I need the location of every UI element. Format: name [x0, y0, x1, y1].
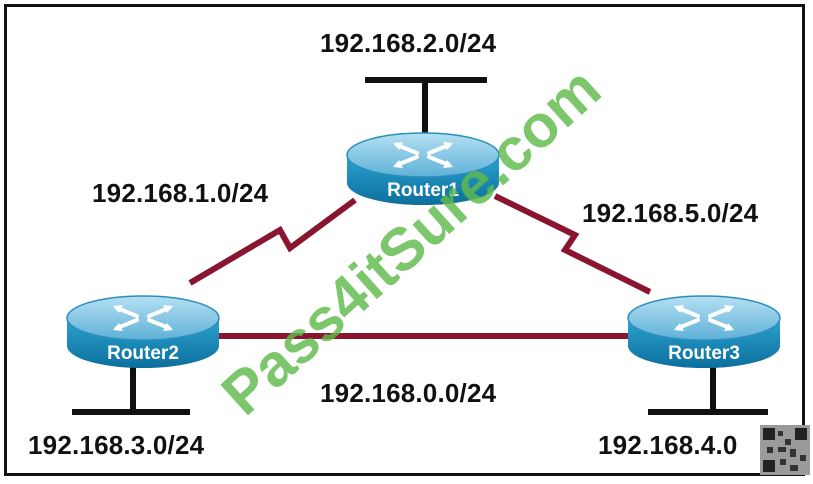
- network-label-r3-lan: 192.168.4.0: [598, 430, 738, 460]
- router1-icon: Router1: [346, 132, 500, 205]
- router3-icon: Router3: [627, 295, 781, 368]
- watermark: Pass4itSure.com: [209, 54, 613, 427]
- lan-segment-router3: [648, 362, 768, 415]
- network-label-r2-lan: 192.168.3.0/24: [28, 430, 205, 460]
- lan-segment-top: [365, 77, 487, 135]
- router3-label: Router3: [668, 343, 740, 364]
- qr-code-icon: [760, 425, 810, 475]
- link-router1-router3-serial: [493, 193, 652, 295]
- diagram-border: [4, 4, 805, 476]
- network-label-top-lan: 192.168.2.0/24: [320, 28, 497, 58]
- lan-segment-router2: [72, 360, 190, 415]
- router1-label: Router1: [387, 180, 459, 201]
- router2-icon: Router2: [66, 295, 220, 368]
- router2-label: Router2: [107, 343, 179, 364]
- network-label-r1-r3: 192.168.5.0/24: [582, 198, 759, 228]
- link-router1-router2-serial: [188, 197, 357, 286]
- network-label-r2-r3: 192.168.0.0/24: [320, 378, 497, 408]
- network-label-r1-r2: 192.168.1.0/24: [92, 178, 269, 208]
